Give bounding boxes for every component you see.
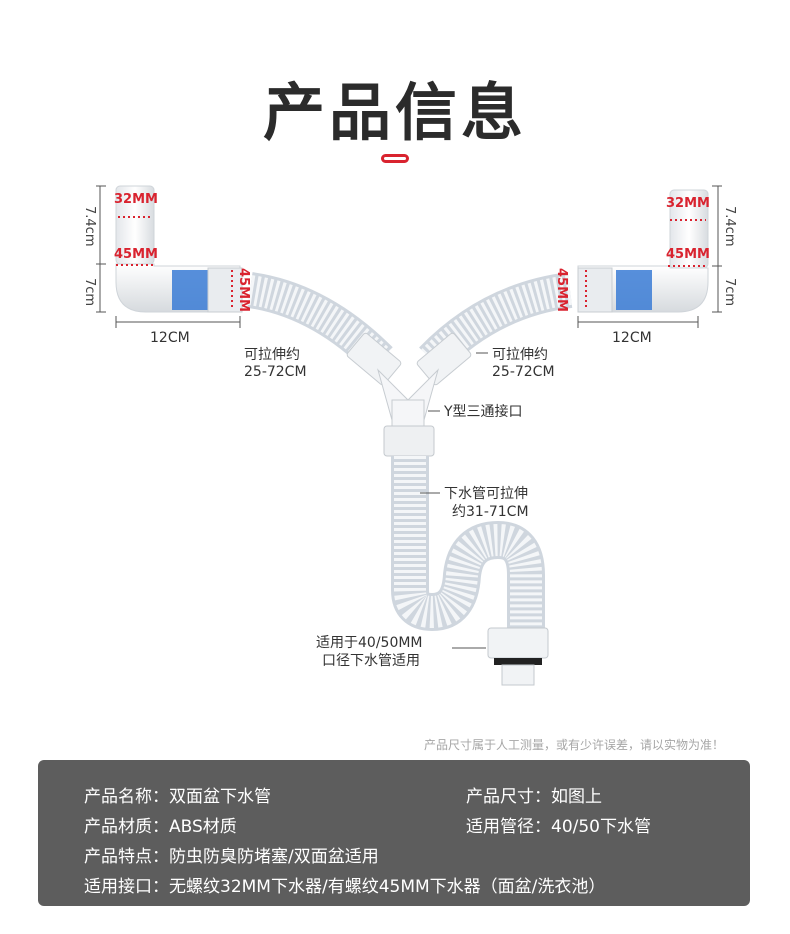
drain-stretch-label-1: 下水管可拉伸: [444, 486, 528, 502]
left-height-top-label: 7.4cm: [82, 206, 97, 247]
fits-label-2: 口径下水管适用: [322, 653, 420, 669]
spec-row-port: 适用接口：无螺纹32MM下水器/有螺纹45MM下水器（面盆/洗衣池）: [84, 872, 605, 897]
spec-panel: 产品名称：双面盆下水管 产品尺寸：如图上 产品材质：ABS材质 适用管径：40/…: [38, 760, 750, 906]
right-stretch-label-2: 25-72CM: [492, 364, 555, 380]
spec-value: 40/50下水管: [551, 817, 651, 837]
spec-row-feature: 产品特点：防虫防臭防堵塞/双面盆适用: [84, 842, 379, 867]
right-stretch-label-1: 可拉伸约: [492, 347, 548, 363]
left-vertical-size-label: 45MM: [236, 268, 251, 312]
spec-key: 产品名称：: [84, 787, 169, 807]
left-top-size-label: 32MM: [114, 192, 158, 207]
left-width-label: 12CM: [150, 330, 190, 346]
spec-row-size: 产品尺寸：如图上: [466, 782, 602, 807]
bottom-connector: [487, 627, 549, 686]
spec-value: 防虫防臭防堵塞/双面盆适用: [169, 847, 379, 867]
left-elbow: [115, 185, 243, 313]
spec-row-pipe: 适用管径：40/50下水管: [466, 812, 651, 837]
measurement-note: 产品尺寸属于人工测量，或有少许误差，请以实物为准！: [423, 738, 724, 752]
left-mid-size-label: 45MM: [114, 247, 158, 262]
right-height-bottom-label: 7cm: [722, 278, 737, 306]
page-title: 产品信息: [262, 76, 527, 149]
dimension-lines: [96, 185, 722, 649]
spec-value: ABS材质: [169, 817, 237, 837]
fits-label-1: 适用于40/50MM: [316, 635, 423, 651]
drain-diagram: 32MM 45MM 45MM 32MM 45MM 45MM 7.4cm 7cm …: [82, 185, 737, 686]
right-elbow: [577, 189, 709, 313]
title-underline: [381, 154, 409, 163]
spec-row-name: 产品名称：双面盆下水管: [84, 782, 271, 807]
spec-key: 产品特点：: [84, 847, 169, 867]
right-height-top-label: 7.4cm: [722, 206, 737, 247]
spec-key: 适用管径：: [466, 817, 551, 837]
left-stretch-label-2: 25-72CM: [244, 364, 307, 380]
spec-value: 双面盆下水管: [169, 787, 271, 807]
spec-key: 产品材质：: [84, 817, 169, 837]
right-vertical-size-label: 45MM: [554, 268, 569, 312]
drain-stretch-label-2: 约31-71CM: [452, 504, 529, 520]
spec-value: 无螺纹32MM下水器/有螺纹45MM下水器（面盆/洗衣池）: [169, 877, 606, 897]
right-top-size-label: 32MM: [666, 196, 710, 211]
right-mid-size-label: 45MM: [666, 247, 710, 262]
spec-key: 适用接口：: [84, 877, 169, 897]
left-stretch-label-1: 可拉伸约: [244, 347, 300, 363]
spec-row-material: 产品材质：ABS材质: [84, 812, 237, 837]
spec-value: 如图上: [551, 787, 602, 807]
spec-key: 产品尺寸：: [466, 787, 551, 807]
y-joint: [346, 332, 472, 457]
right-width-label: 12CM: [612, 330, 652, 346]
left-height-bottom-label: 7cm: [82, 278, 97, 306]
y-joint-label: Y型三通接口: [443, 403, 523, 420]
